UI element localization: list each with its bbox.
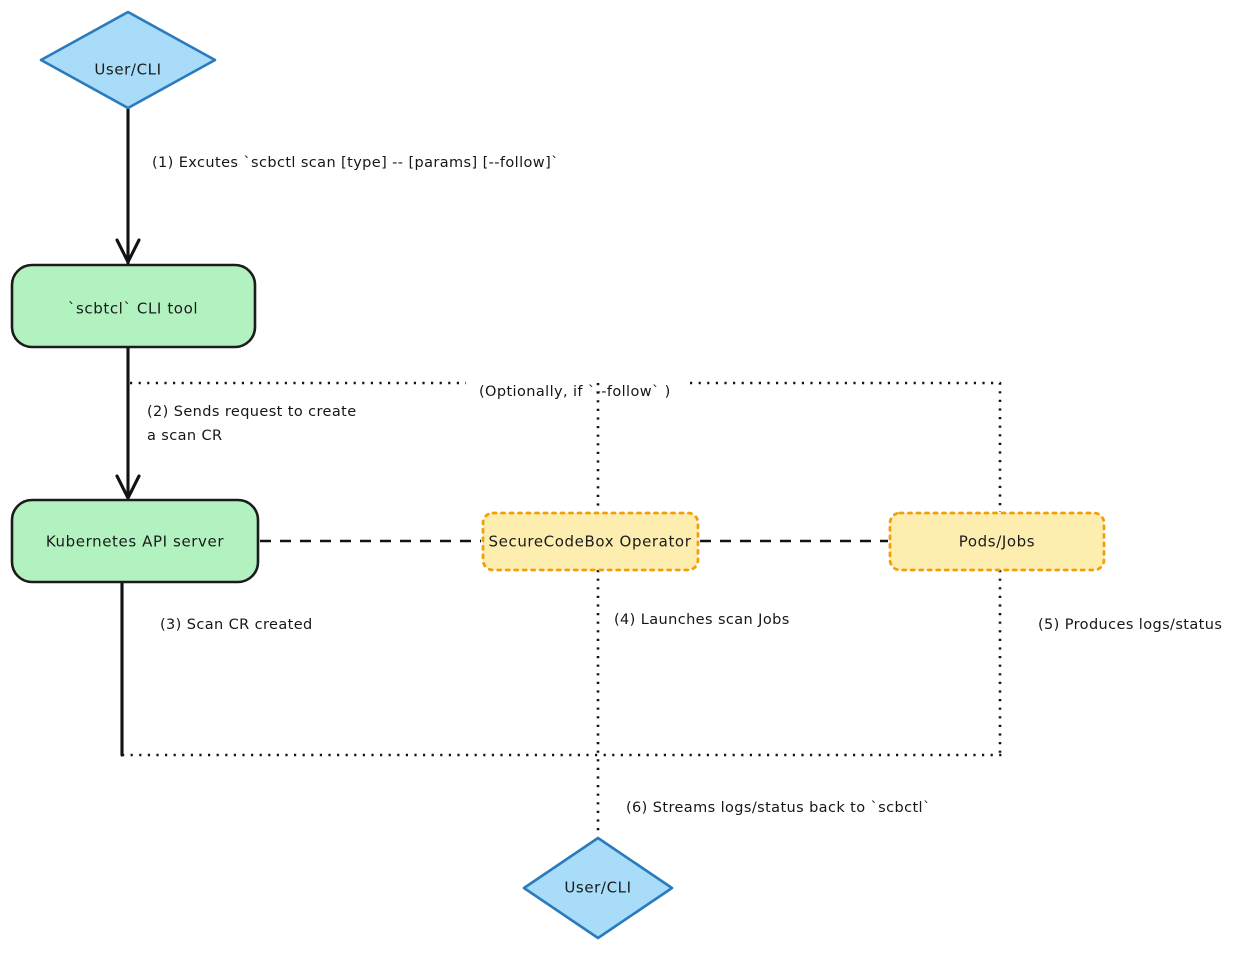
edge-scbctl-to-k8s bbox=[115, 345, 141, 500]
user-cli-bottom-label: User/CLI bbox=[564, 879, 631, 897]
securecodebox-operator-shape[interactable] bbox=[481, 511, 700, 572]
node-securecodebox-operator[interactable]: SecureCodeBox Operator bbox=[481, 511, 700, 572]
node-pods-jobs[interactable]: Pods/Jobs bbox=[888, 511, 1106, 572]
node-user-cli-bottom[interactable]: User/CLI bbox=[522, 836, 674, 940]
edge-label-6-streams-logs-status: (6) Streams logs/status back to `scbctl` bbox=[626, 800, 931, 816]
node-k8s-api-server[interactable]: Kubernetes API server bbox=[10, 498, 260, 584]
k8s-api-server-shape[interactable] bbox=[10, 498, 260, 584]
edge-label-4-launches-scan-jobs: (4) Launches scan Jobs bbox=[614, 612, 790, 628]
k8s-api-server-label: Kubernetes API server bbox=[46, 533, 224, 551]
edge-scbctl-to-k8s-arrowhead bbox=[115, 474, 141, 500]
node-user-cli-top[interactable]: User/CLI bbox=[39, 10, 217, 110]
user-cli-top-shape[interactable] bbox=[39, 10, 217, 110]
edge-label-2-sends-request-line1: (2) Sends request to create bbox=[147, 404, 357, 420]
edge-optional-follow-right-segment bbox=[690, 381, 1002, 512]
user-cli-bottom-shape[interactable] bbox=[522, 836, 674, 940]
pods-jobs-label: Pods/Jobs bbox=[959, 533, 1035, 551]
pods-jobs-shape[interactable] bbox=[888, 511, 1106, 572]
scbctl-cli-label: `scbtcl` CLI tool bbox=[68, 300, 198, 318]
edge-label-1-executes: (1) Excutes `scbctl scan [type] -- [para… bbox=[152, 155, 559, 171]
edge-label-optional-follow: (Optionally, if `--follow` ) bbox=[479, 384, 671, 400]
node-scbctl-cli[interactable]: `scbtcl` CLI tool bbox=[10, 263, 257, 349]
edge-optional-follow bbox=[130, 381, 1002, 512]
edge-user-to-scbctl-arrowhead bbox=[115, 238, 141, 264]
edge-label-5-produces-logs-status: (5) Produces logs/status bbox=[1038, 617, 1222, 633]
edge-label-3-scan-cr-created: (3) Scan CR created bbox=[160, 617, 313, 633]
edge-user-to-scbctl bbox=[115, 105, 141, 265]
user-cli-top-label: User/CLI bbox=[94, 61, 161, 79]
securecodebox-operator-label: SecureCodeBox Operator bbox=[489, 533, 692, 551]
edge-label-2-sends-request-line2: a scan CR bbox=[147, 428, 223, 444]
scbctl-cli-shape[interactable] bbox=[10, 263, 257, 349]
